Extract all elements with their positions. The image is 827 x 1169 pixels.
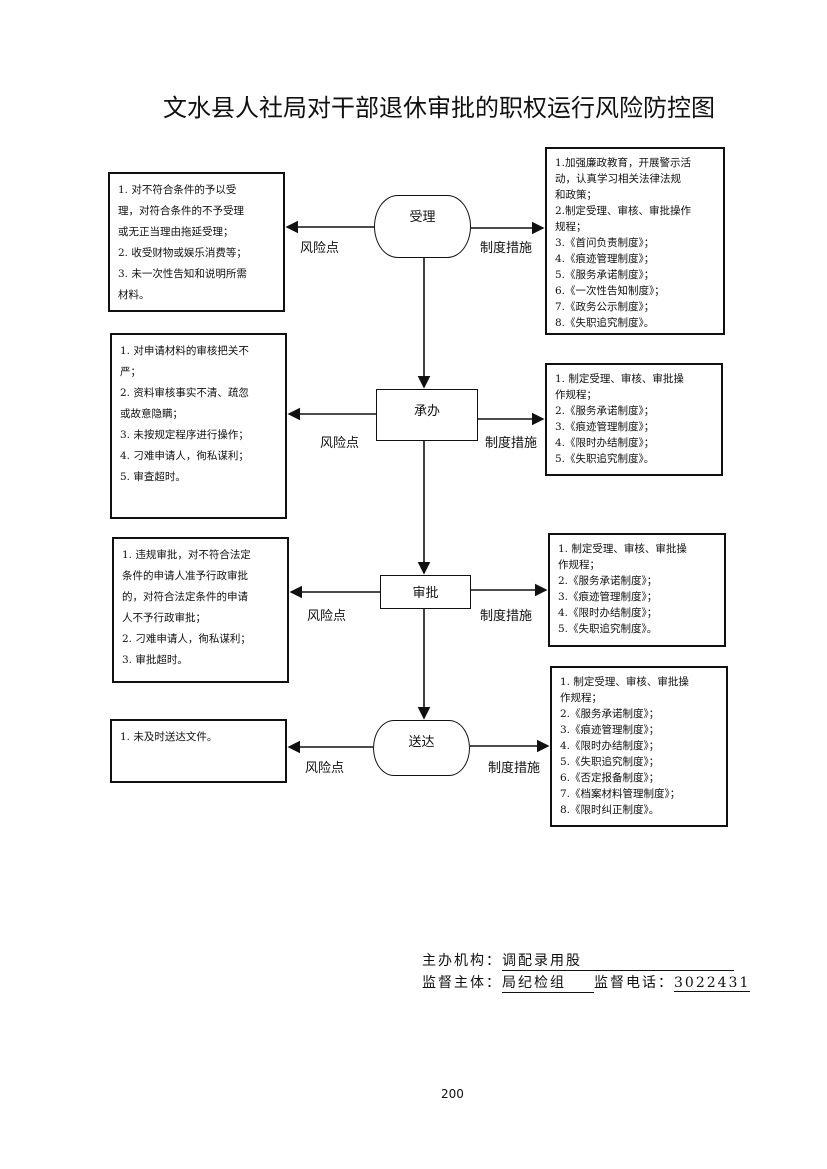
host-label: 主办机构： bbox=[422, 953, 502, 969]
risk-item: 理，对符合条件的不予受理 bbox=[118, 205, 244, 217]
risk-box: 1. 对不符合条件的予以受理，对符合条件的不予受理或无正当理由拖延受理； 2. 收… bbox=[108, 172, 285, 312]
measure-item: 规程； bbox=[555, 221, 587, 233]
measure-item: 3.《痕迹管理制度》； bbox=[558, 591, 658, 603]
risk-item: 的，对符合法定条件的申请 bbox=[122, 591, 248, 603]
host-line: 主办机构：调配录用股 bbox=[422, 950, 734, 971]
measure-item: 作规程； bbox=[555, 389, 597, 401]
risk-box: 1. 未及时送达文件。 bbox=[110, 719, 287, 783]
measure-label: 制度措施 bbox=[485, 436, 538, 451]
step-node: 受理 bbox=[374, 195, 471, 258]
risk-item: 材料。 bbox=[118, 289, 150, 301]
measure-item: 和政策； bbox=[555, 189, 597, 201]
risk-item: 3. 审批超时。 bbox=[122, 654, 188, 666]
measure-item: 4.《痕迹管理制度》； bbox=[555, 253, 655, 265]
risk-item: 或故意隐瞒； bbox=[120, 408, 183, 420]
risk-item: 严； bbox=[120, 366, 141, 378]
measure-box: 1. 制定受理、审核、审批操作规程； 2.《服务承诺制度》； 3.《痕迹管理制度》；… bbox=[545, 363, 723, 476]
measure-item: 2.《服务承诺制度》； bbox=[558, 575, 658, 587]
risk-item: 1. 违规审批，对不符合法定 bbox=[122, 549, 251, 561]
measure-item: 作规程； bbox=[558, 559, 600, 571]
measure-item: 3.《痕迹管理制度》； bbox=[560, 724, 660, 736]
risk-item: 5. 审查超时。 bbox=[120, 471, 186, 483]
measure-item: 8.《限时纠正制度》。 bbox=[560, 804, 660, 816]
risk-item: 或无正当理由拖延受理； bbox=[118, 226, 234, 238]
risk-item: 2. 资料审核事实不清、疏忽 bbox=[120, 387, 249, 399]
page-title: 文水县人社局对干部退休审批的职权运行风险防控图 bbox=[163, 94, 715, 122]
phone-value: 3022431 bbox=[674, 975, 751, 992]
risk-item: 3. 未一次性告知和说明所需 bbox=[118, 268, 247, 280]
measure-item: 2.《服务承诺制度》； bbox=[555, 405, 655, 417]
measure-item: 4.《限时办结制度》； bbox=[555, 437, 655, 449]
step-node: 送达 bbox=[373, 720, 470, 776]
measure-item: 动，认真学习相关法律法规 bbox=[555, 173, 681, 185]
risk-item: 1. 对申请材料的审核把关不 bbox=[120, 345, 249, 357]
supervisor-value: 局纪检组 bbox=[502, 972, 594, 993]
risk-point-label: 风险点 bbox=[320, 436, 360, 451]
step-node: 审批 bbox=[380, 575, 471, 609]
risk-item: 4. 刁难申请人，徇私谋利； bbox=[120, 450, 249, 462]
measure-item: 4.《限时办结制度》； bbox=[558, 607, 658, 619]
measure-item: 5.《服务承诺制度》； bbox=[555, 269, 655, 281]
risk-point-label: 风险点 bbox=[305, 761, 345, 776]
measure-item: 1. 制定受理、审核、审批操 bbox=[558, 543, 687, 555]
risk-item: 2. 刁难申请人，徇私谋利； bbox=[122, 633, 251, 645]
risk-item: 人不予行政审批； bbox=[122, 612, 206, 624]
risk-item: 1. 未及时送达文件。 bbox=[120, 731, 218, 743]
measure-item: 7.《档案材料管理制度》； bbox=[560, 788, 681, 800]
risk-item: 2. 收受财物或娱乐消费等； bbox=[118, 247, 247, 259]
measure-item: 3.《首问负责制度》； bbox=[555, 237, 655, 249]
risk-box: 1. 对申请材料的审核把关不严； 2. 资料审核事实不清、疏忽或故意隐瞒； 3. 未… bbox=[110, 333, 287, 519]
risk-point-label: 风险点 bbox=[307, 609, 347, 624]
supervisor-label: 监督主体： bbox=[422, 975, 502, 991]
measure-label: 制度措施 bbox=[480, 241, 533, 256]
measure-item: 作规程； bbox=[560, 692, 602, 704]
measure-item: 8.《失职追究制度》。 bbox=[555, 317, 655, 329]
measure-item: 3.《痕迹管理制度》； bbox=[555, 421, 655, 433]
measure-item: 6.《否定报备制度》； bbox=[560, 772, 660, 784]
measure-item: 5.《失职追究制度》； bbox=[560, 756, 660, 768]
measure-item: 5.《失职追究制度》。 bbox=[558, 623, 658, 635]
supervisor-line: 监督主体：局纪检组监督电话：3022431 bbox=[422, 972, 751, 993]
risk-box: 1. 违规审批，对不符合法定条件的申请人准予行政审批的，对符合法定条件的申请人不… bbox=[112, 537, 289, 683]
measure-item: 7.《政务公示制度》； bbox=[555, 301, 655, 313]
measure-box: 1. 制定受理、审核、审批操作规程； 2.《服务承诺制度》； 3.《痕迹管理制度》；… bbox=[548, 533, 726, 647]
measure-item: 2.《服务承诺制度》； bbox=[560, 708, 660, 720]
risk-point-label: 风险点 bbox=[300, 241, 340, 256]
risk-item: 3. 未按规定程序进行操作； bbox=[120, 429, 249, 441]
measure-item: 5.《失职追究制度》。 bbox=[555, 453, 655, 465]
measure-item: 6.《一次性告知制度》； bbox=[555, 285, 665, 297]
page-number: 200 bbox=[441, 1087, 464, 1101]
measure-item: 1.加强廉政教育，开展警示活 bbox=[555, 157, 692, 169]
risk-item: 条件的申请人准予行政审批 bbox=[122, 570, 248, 582]
measure-box: 1. 制定受理、审核、审批操作规程； 2.《服务承诺制度》； 3.《痕迹管理制度》；… bbox=[550, 666, 728, 827]
step-node: 承办 bbox=[376, 389, 478, 441]
measure-item: 4.《限时办结制度》； bbox=[560, 740, 660, 752]
measure-box: 1.加强廉政教育，开展警示活动，认真学习相关法律法规和政策； 2.制定受理、审核、… bbox=[545, 147, 725, 335]
host-value: 调配录用股 bbox=[502, 950, 734, 971]
measure-label: 制度措施 bbox=[480, 609, 533, 624]
phone-label: 监督电话： bbox=[594, 975, 674, 991]
measure-item: 1. 制定受理、审核、审批操 bbox=[555, 373, 684, 385]
measure-label: 制度措施 bbox=[488, 761, 541, 776]
risk-item: 1. 对不符合条件的予以受 bbox=[118, 184, 237, 196]
measure-item: 1. 制定受理、审核、审批操 bbox=[560, 676, 689, 688]
measure-item: 2.制定受理、审核、审批操作 bbox=[555, 205, 692, 217]
